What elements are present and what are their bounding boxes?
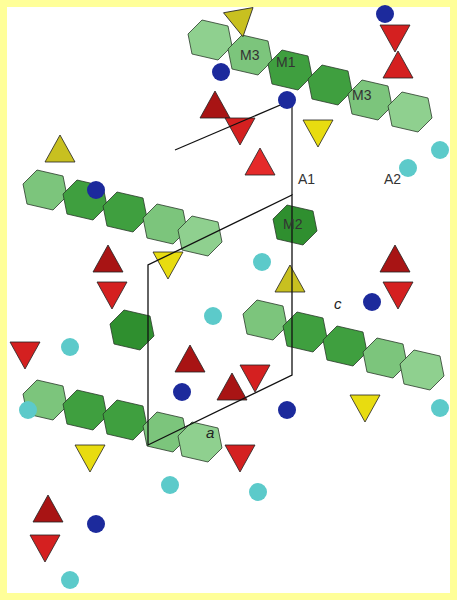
site-label: M1	[276, 55, 295, 69]
unit-cell	[148, 195, 292, 445]
site-label: M2	[283, 217, 302, 231]
cell-edge	[291, 100, 292, 195]
axis-label: a	[206, 425, 214, 440]
site-label: A2	[384, 172, 401, 186]
site-label: M3	[240, 48, 259, 62]
axis-label: c	[334, 296, 342, 311]
cell-edge	[175, 100, 292, 150]
picture-ground	[7, 7, 450, 593]
site-label: M3	[352, 88, 371, 102]
a2-spheres	[19, 141, 449, 589]
tetrahedra	[10, 8, 413, 562]
a1-spheres	[87, 5, 394, 533]
octahedra	[23, 20, 444, 462]
site-label: A1	[298, 172, 315, 186]
